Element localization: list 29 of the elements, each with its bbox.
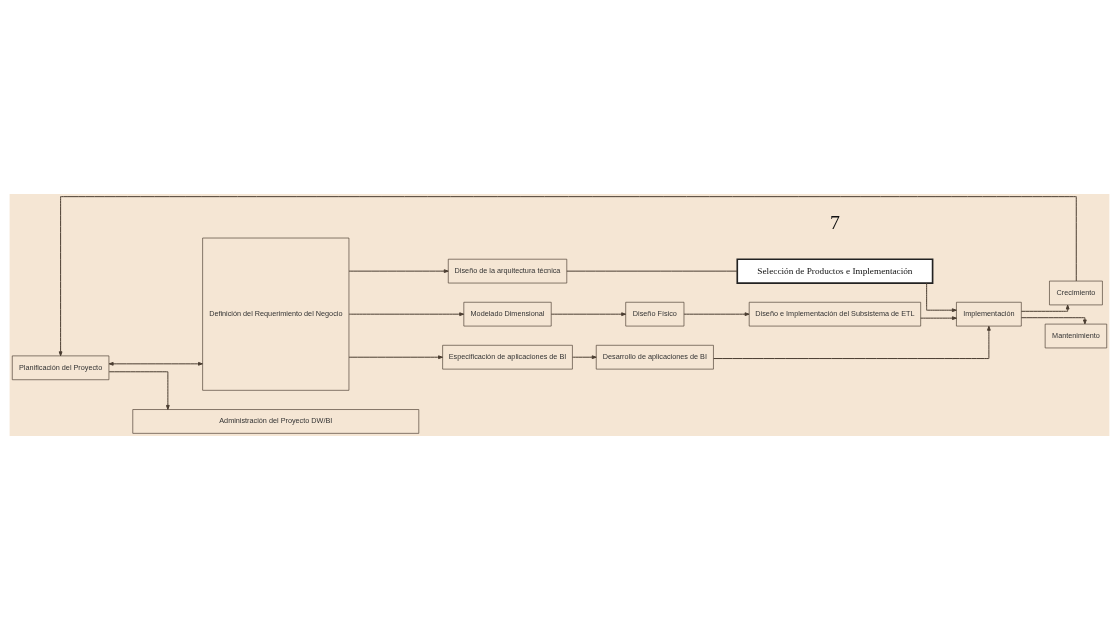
node-box: Diseño e Implementación del Subsistema de ETL	[748, 301, 921, 327]
arrow	[1020, 317, 1087, 325]
arrow	[683, 312, 750, 317]
arrow	[572, 355, 597, 360]
node-box: Diseño de la arquitectura técnica	[447, 258, 568, 284]
arrow	[1020, 304, 1070, 312]
arrow	[550, 312, 627, 317]
arrow	[920, 316, 957, 321]
connector	[566, 270, 738, 272]
arrow	[348, 269, 449, 274]
node-box: Administración del Proyecto DW/BI	[132, 409, 420, 434]
arrow	[926, 282, 957, 313]
arrow	[108, 371, 170, 410]
node-box: Mantenimiento	[1044, 323, 1108, 349]
node-box: Definición del Requerimiento del Negocio	[202, 237, 350, 391]
node-box: Planificación del Proyecto	[11, 355, 110, 381]
arrow	[713, 325, 991, 360]
node-box: Especificación de aplicaciones de BI	[442, 344, 573, 370]
node-box: Diseño Físico	[625, 301, 685, 327]
node-box: Crecimiento	[1049, 280, 1103, 306]
arrow	[348, 355, 443, 360]
node-box: Modelado Dimensional	[463, 301, 552, 327]
arrow	[58, 196, 1077, 357]
node-box: Desarrollo de aplicaciones de BI	[595, 344, 714, 370]
arrow	[348, 312, 465, 317]
node-box: Selección de Productos e Implementación	[736, 258, 934, 284]
label: 7	[829, 211, 840, 234]
node-box: Implementación	[956, 301, 1022, 327]
arrow	[108, 361, 203, 366]
